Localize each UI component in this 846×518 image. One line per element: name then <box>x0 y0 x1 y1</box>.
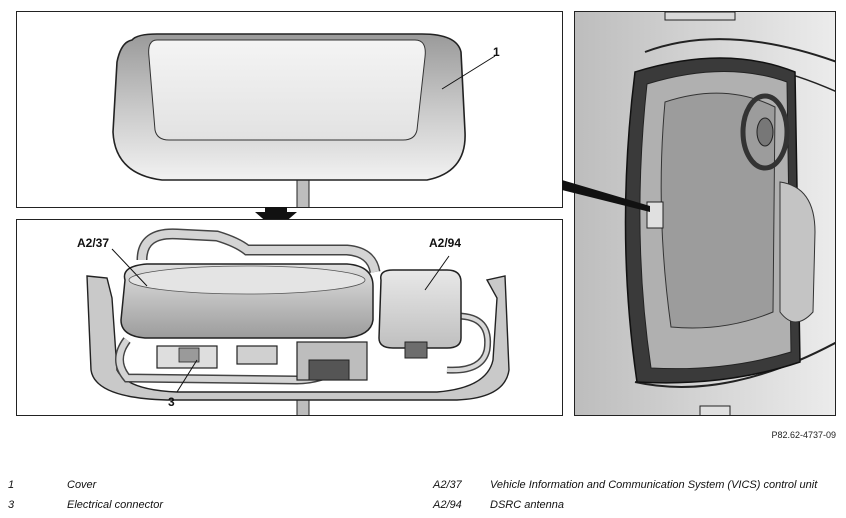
callout-cover: 1 <box>493 45 500 59</box>
callout-dsrc-antenna: A2/94 <box>429 236 462 250</box>
legend-code-3: 3 <box>8 499 15 511</box>
legend-text-a2-37: Vehicle Information and Communication Sy… <box>490 479 818 491</box>
components-view-panel: A2/37 A2/94 3 <box>16 219 563 416</box>
callout-electrical-connector: 3 <box>168 395 175 409</box>
vehicle-interior-illustration <box>575 12 835 415</box>
callout-vics-unit: A2/37 <box>77 236 110 250</box>
components-illustration <box>86 228 510 415</box>
legend-code-1: 1 <box>8 479 15 491</box>
legend-text-1: Cover <box>67 479 97 491</box>
legend-text-3: Electrical connector <box>67 499 163 511</box>
legend-code-a2-94: A2/94 <box>433 499 462 511</box>
legend-text-a2-94: DSRC antenna <box>490 499 564 511</box>
mirror-cover-illustration <box>112 33 496 207</box>
figure-reference: P82.62-4737-09 <box>771 430 836 440</box>
legend-code-a2-37: A2/37 <box>433 479 462 491</box>
cover-view-panel: 1 <box>16 11 563 208</box>
vehicle-location-panel <box>574 11 836 416</box>
